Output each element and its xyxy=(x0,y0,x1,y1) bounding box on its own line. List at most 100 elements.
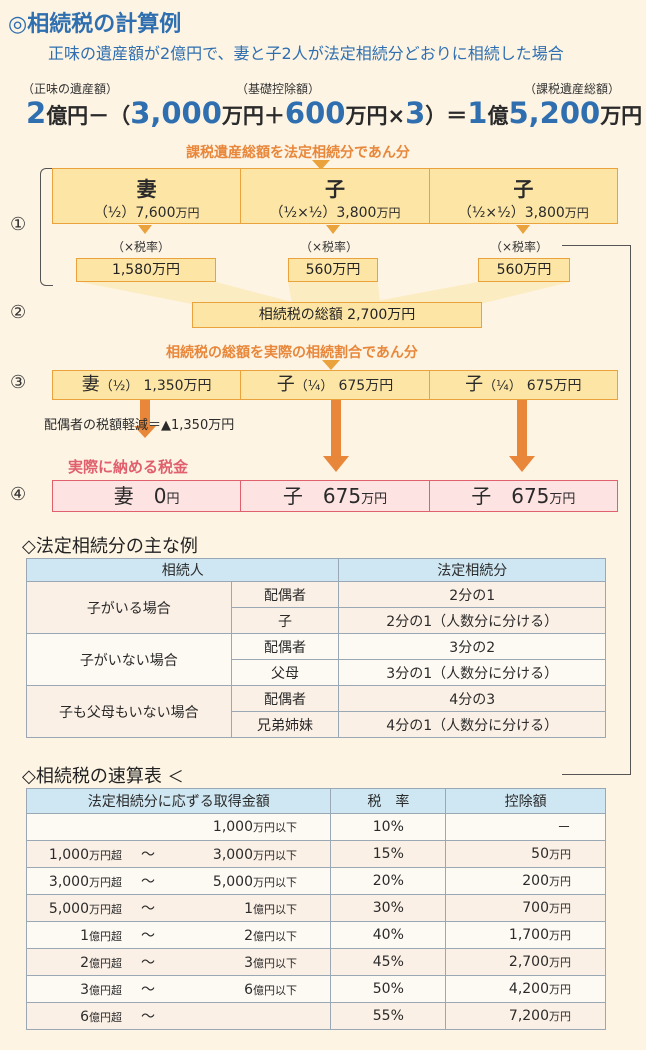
range-to: 3,000 xyxy=(212,847,253,863)
label-basic-deduction: （基礎控除額） xyxy=(236,82,321,96)
share-cell-child1: 子（¼） 675万円 xyxy=(241,371,430,399)
tax-rate-cell: 10% xyxy=(330,813,447,841)
share-cell: 2分の1（人数分に分ける） xyxy=(338,607,606,634)
share-cell: 3分の2 xyxy=(338,633,606,660)
heir-fraction: （½×½） xyxy=(269,205,337,221)
amount-range-cell: 3億円超～6億円以下 xyxy=(25,975,332,1003)
formula-part: 3 xyxy=(405,96,426,130)
amount-range-cell: 2億円超～3億円以下 xyxy=(25,948,332,976)
range-tilde: ～ xyxy=(141,874,155,890)
tax-rate-cell: 15% xyxy=(330,840,447,868)
final-amount: 675 xyxy=(511,484,550,508)
final-cell-spouse: 妻 0円 xyxy=(53,481,242,511)
formula-part: 1 xyxy=(467,96,488,130)
share-name: 子 xyxy=(276,374,295,395)
column-header: 相続人 xyxy=(25,558,340,582)
range-to: 5,000 xyxy=(212,874,253,890)
range-tilde: ～ xyxy=(141,847,155,863)
range-to: 2 xyxy=(244,928,253,944)
final-cell-child2: 子 675万円 xyxy=(430,481,617,511)
range-tilde: ～ xyxy=(141,1009,155,1025)
down-arrow-icon xyxy=(326,225,340,234)
down-arrow-icon xyxy=(323,456,349,472)
deduction-cell: 2,700万円 xyxy=(445,948,606,976)
column-header: 控除額 xyxy=(445,788,606,814)
share-fraction: （¼） xyxy=(483,379,522,394)
heir-cell: 父母 xyxy=(230,659,340,686)
caption-apportion-statutory: 課税遺産総額を法定相続分であん分 xyxy=(186,145,410,161)
deduction-value: 200 xyxy=(522,873,549,889)
formula-part: 5,200 xyxy=(508,96,601,130)
share-fraction: （½） xyxy=(99,379,139,394)
actual-share-row: 妻（½） 1,350万円 子（¼） 675万円 子（¼） 675万円 xyxy=(52,370,618,400)
formula-part: 万円 xyxy=(600,104,643,128)
down-arrow-icon xyxy=(312,160,330,170)
final-tax-row: 妻 0円 子 675万円 子 675万円 xyxy=(52,480,618,512)
step1-bracket xyxy=(40,168,53,286)
tax-formula: 2億円－（3,000万円＋600万円×3）＝1億5,200万円 xyxy=(26,96,642,130)
tax-rate-label: （×税率） xyxy=(112,240,171,254)
range-to: 3 xyxy=(244,955,253,971)
range-to-unit: 万円以下 xyxy=(253,876,297,889)
heir-cell: 配偶者 xyxy=(230,581,340,608)
tax-rate-cell: 55% xyxy=(330,1002,447,1030)
heir-name: 妻 xyxy=(136,177,157,201)
caption-actual-tax: 実際に納める税金 xyxy=(68,458,189,476)
formula-part: ）＝ xyxy=(425,104,468,128)
share-amount: 675万円 xyxy=(526,378,582,394)
connector-line xyxy=(562,245,631,775)
share-cell: 4分の1（人数分に分ける） xyxy=(338,711,606,738)
case-cell: 子も父母もいない場合 xyxy=(26,685,232,738)
amount-range-cell: 5,000万円超～1億円以下 xyxy=(25,894,332,922)
formula-part: 億円－（ xyxy=(46,104,131,128)
down-arrow-icon xyxy=(516,225,530,234)
amount-range-cell: 1億円超～2億円以下 xyxy=(25,921,332,949)
heir-cell: 子 xyxy=(230,607,340,634)
funnel-shape xyxy=(80,282,570,304)
share-cell: 2分の1 xyxy=(338,581,606,608)
deduction-value: 700 xyxy=(522,900,549,916)
deduction-cell: 7,200万円 xyxy=(445,1002,606,1030)
formula-part: 600 xyxy=(284,96,346,130)
range-from-unit: 億円超 xyxy=(89,930,122,943)
range-from-unit: 万円超 xyxy=(89,849,122,862)
table-row: 父母 3分の1（人数分に分ける） xyxy=(27,659,606,686)
table-row: 子がいない場合 配偶者 3分の2 xyxy=(26,633,606,686)
heir-unit: 万円 xyxy=(376,206,401,220)
deduction-unit: 万円 xyxy=(549,875,571,888)
arrow-shaft xyxy=(517,400,527,458)
arrow-shaft xyxy=(331,400,341,458)
tax-rate-label: （×税率） xyxy=(490,240,549,254)
statutory-shares-table: 相続人 法定相続分 子がいる場合 配偶者 2分の1 子 2分の1（人数分に分ける… xyxy=(25,558,606,738)
share-cell: 4分の3 xyxy=(338,685,606,712)
deduction-value: 50 xyxy=(531,846,549,862)
caption-apportion-actual: 相続税の総額を実際の相続割合であん分 xyxy=(166,345,418,361)
range-from: 1,000 xyxy=(48,847,89,863)
share-amount: 675万円 xyxy=(338,378,394,394)
heir-amount: 3,800 xyxy=(336,205,377,221)
range-to-unit: 億円以下 xyxy=(253,903,297,916)
deduction-value: 7,200 xyxy=(508,1008,549,1024)
amount-range-cell: 1,000万円超～3,000万円以下 xyxy=(25,840,332,868)
case-cell: 子がいない場合 xyxy=(26,633,232,686)
tax-rate-cell: 20% xyxy=(330,867,447,895)
deduction-cell: 700万円 xyxy=(445,894,606,922)
heir-unit: 万円 xyxy=(564,206,589,220)
table-row: 子 2分の1（人数分に分ける） xyxy=(27,607,606,634)
deduction-cell: 50万円 xyxy=(445,840,606,868)
range-tilde: ～ xyxy=(141,982,155,998)
heir-cell-child1: 子 （½×½）3,800万円 xyxy=(241,169,430,223)
final-amount: 0 xyxy=(153,484,167,508)
range-from: 6 xyxy=(80,1009,89,1025)
tax-amount-spouse: 1,580万円 xyxy=(76,258,216,282)
amount-range-cell: 3,000万円超～5,000万円以下 xyxy=(25,867,332,895)
deduction-unit: 万円 xyxy=(549,1010,571,1023)
label-taxable-estate: （課税遺産総額） xyxy=(524,82,621,96)
range-from: 2 xyxy=(80,955,89,971)
formula-part: 万円× xyxy=(345,104,406,128)
range-tilde: ～ xyxy=(141,928,155,944)
